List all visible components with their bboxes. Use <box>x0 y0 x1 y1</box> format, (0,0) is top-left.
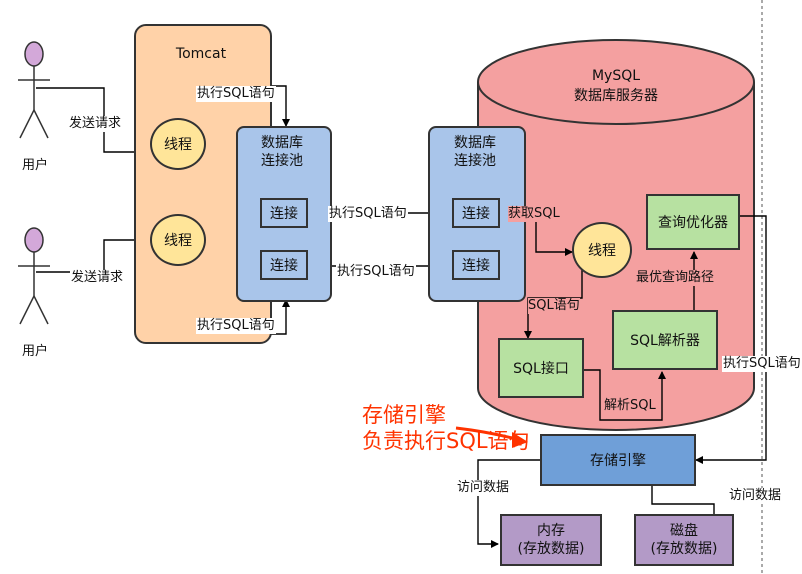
access-data-label-memory: 访问数据 <box>456 480 511 496</box>
sql-interface-box: SQL接口 <box>498 338 584 398</box>
tomcat-thread-1: 线程 <box>150 118 206 170</box>
fetch-sql-label: 获取SQL <box>508 206 560 222</box>
mysql-title: MySQL 数据库服务器 <box>556 66 676 106</box>
sql-statement-label: SQL语句 <box>528 298 580 314</box>
exec-sql-label-right: 执行SQL语句 <box>722 356 802 372</box>
right-pool-title: 数据库 连接池 <box>428 134 522 170</box>
send-request-label-2: 发送请求 <box>70 270 125 286</box>
user-figure-2 <box>18 227 50 325</box>
mysql-title-line1: MySQL <box>591 68 641 84</box>
exec-sql-label-middle-1: 执行SQL语句 <box>328 206 408 222</box>
left-pool-title-line1: 数据库 <box>261 135 303 151</box>
annotation-text: 存储引擎 负责执行SQL语句 <box>362 402 530 454</box>
tomcat-thread-2: 线程 <box>150 214 206 266</box>
left-pool-title-line2: 连接池 <box>261 153 303 169</box>
annotation-line1: 存储引擎 <box>362 403 446 427</box>
send-request-label-1: 发送请求 <box>68 116 123 132</box>
user-label-2: 用户 <box>22 344 49 359</box>
access-data-label-disk: 访问数据 <box>728 488 783 504</box>
memory-line2: (存放数据) <box>517 541 585 557</box>
right-pool-title-line1: 数据库 <box>454 135 496 151</box>
disk-line2: (存放数据) <box>650 541 718 557</box>
disk-box: 磁盘 (存放数据) <box>634 514 734 566</box>
right-connection-1: 连接 <box>452 198 500 228</box>
exec-sql-label-middle-2: 执行SQL语句 <box>336 264 416 280</box>
tomcat-title: Tomcat <box>175 46 227 62</box>
best-path-label: 最优查询路径 <box>636 270 715 286</box>
annotation-line2: 负责执行SQL语句 <box>362 429 530 453</box>
memory-box: 内存 (存放数据) <box>500 514 602 566</box>
storage-engine-box: 存储引擎 <box>540 434 696 486</box>
right-connection-2: 连接 <box>452 250 500 280</box>
mysql-thread: 线程 <box>572 222 632 278</box>
exec-sql-label-bottom: 执行SQL语句 <box>196 318 276 334</box>
left-connection-2: 连接 <box>260 250 308 280</box>
query-optimizer-box: 查询优化器 <box>646 194 740 250</box>
mysql-title-line2: 数据库服务器 <box>574 88 658 104</box>
annotation-arrow <box>455 426 528 448</box>
exec-sql-label-top: 执行SQL语句 <box>196 86 276 102</box>
memory-line1: 内存 <box>537 523 565 539</box>
sql-parser-box: SQL解析器 <box>612 310 718 370</box>
left-connection-1: 连接 <box>260 198 308 228</box>
disk-line1: 磁盘 <box>670 523 698 539</box>
user-label-1: 用户 <box>22 158 49 173</box>
left-pool-title: 数据库 连接池 <box>236 134 328 170</box>
user-figure-1 <box>18 41 50 139</box>
right-pool-title-line2: 连接池 <box>454 153 496 169</box>
parse-sql-label: 解析SQL <box>604 398 656 414</box>
